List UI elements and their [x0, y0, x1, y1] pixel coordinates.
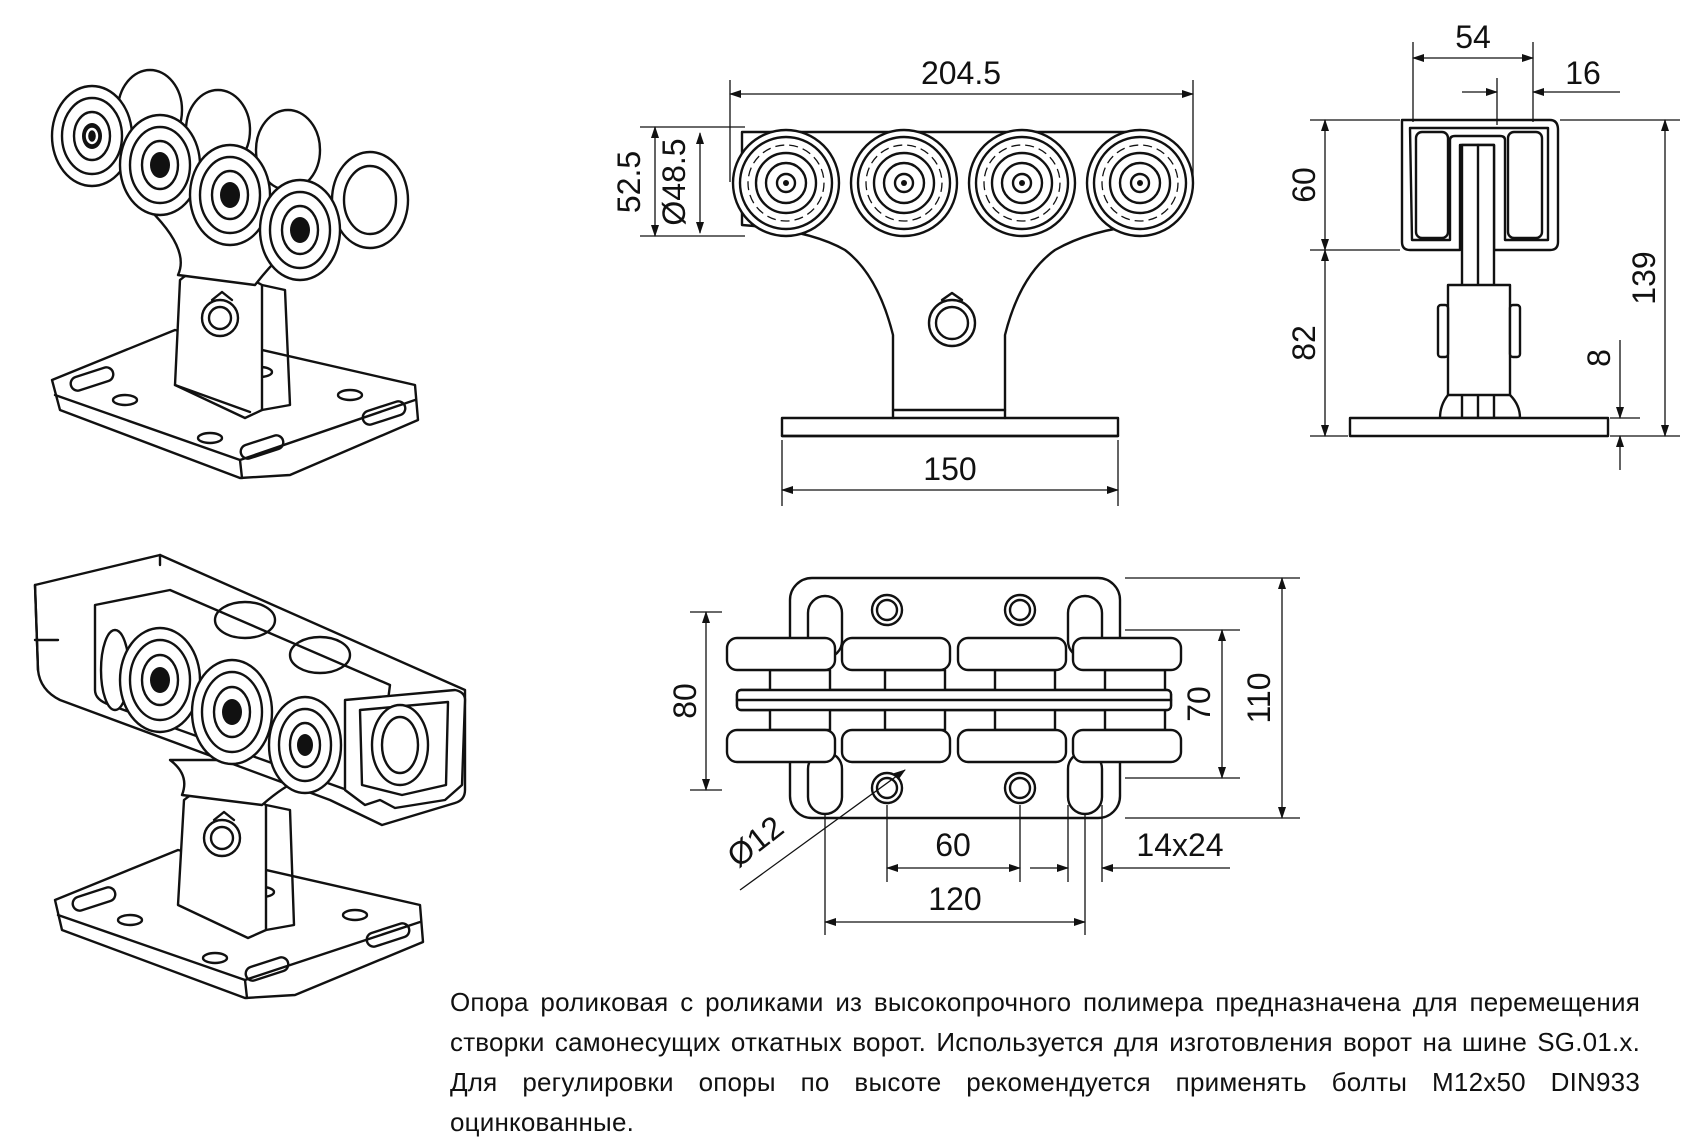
dim-hole-diameter: Ø12 [720, 809, 790, 875]
dim-overall-length: 204.5 [921, 55, 1001, 91]
technical-drawing: 204.5 52.5 Ø48.5 150 54 [33, 19, 1680, 1000]
front-view: 204.5 52.5 Ø48.5 150 [611, 55, 1195, 506]
side-view: 54 16 60 82 139 8 [1286, 19, 1680, 470]
dim-slot-size: 14x24 [1136, 827, 1223, 863]
dim-plate-width: 110 [1241, 672, 1277, 723]
dim-slot-spacing: 120 [928, 881, 981, 917]
dim-plate-thickness: 8 [1581, 349, 1617, 367]
isometric-view-carriage-in-rail [33, 553, 467, 1000]
dim-upper-height: 60 [1286, 167, 1322, 203]
dim-total-height: 139 [1626, 251, 1662, 304]
front-wheels [731, 128, 1195, 238]
dim-wheel-diameter: Ø48.5 [656, 138, 692, 225]
dim-roller-span: 80 [667, 683, 703, 719]
dim-inner-width: 70 [1181, 686, 1217, 722]
isometric-view-roller-carriage [50, 68, 420, 480]
product-description: Опора роликовая с роликами из высокопроч… [450, 987, 1640, 1137]
dim-channel-width: 16 [1565, 55, 1601, 91]
dim-base-length: 150 [923, 451, 976, 487]
dim-lower-height: 82 [1286, 325, 1322, 361]
top-view: 80 70 110 Ø12 60 14x24 120 [667, 576, 1300, 935]
dim-overall-width: 54 [1455, 19, 1491, 55]
dim-height: 52.5 [611, 151, 647, 213]
dim-hole-spacing: 60 [935, 827, 971, 863]
